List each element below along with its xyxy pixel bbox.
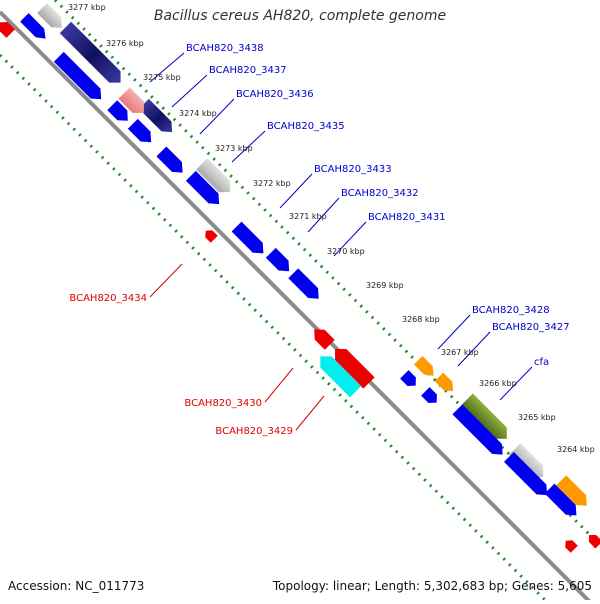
orange-feature	[413, 355, 434, 376]
gene-label[interactable]: BCAH820_3435	[267, 121, 345, 132]
blue-cds	[288, 268, 319, 299]
blue-cds	[452, 404, 503, 455]
gene-label[interactable]: BCAH820_3429	[215, 426, 293, 437]
gene-label[interactable]: BCAH820_3436	[236, 89, 314, 100]
gene-leader-line	[333, 221, 367, 257]
gene-leader-line	[279, 173, 313, 209]
gene-label[interactable]: BCAH820_3430	[184, 398, 262, 409]
kbp-tick-label: 3272 kbp	[253, 179, 291, 188]
kbp-tick-label: 3268 kbp	[402, 315, 440, 324]
gene-leader-line	[199, 98, 235, 135]
gene-label[interactable]: BCAH820_3428	[472, 305, 550, 316]
kbp-tick-label: 3273 kbp	[215, 144, 253, 153]
orange-feature	[556, 475, 587, 506]
gene-leader-line	[499, 366, 533, 401]
gene-leader-line	[457, 331, 491, 367]
gene-label[interactable]: BCAH820_3438	[186, 43, 264, 54]
lower-tick-dots	[0, 53, 552, 604]
kbp-tick-label: 3274 kbp	[179, 109, 217, 118]
blue-cds	[400, 370, 416, 386]
red-feature	[205, 230, 218, 243]
blue-cds	[265, 247, 290, 272]
pink-feature	[118, 87, 144, 113]
gene-leader-line	[231, 130, 266, 163]
gray-feature	[37, 3, 62, 28]
kbp-tick-label: 3270 kbp	[327, 247, 365, 256]
backbone-line	[0, 10, 595, 604]
olive-feature-cfa	[461, 393, 507, 439]
blue-cds	[544, 483, 577, 516]
genome-title: Bacillus cereus AH820, complete genome	[153, 8, 447, 24]
red-feature	[588, 534, 600, 549]
gene-leader-line	[149, 52, 185, 83]
blue-cds	[53, 51, 102, 100]
gene-leader-line	[149, 263, 183, 298]
blue-cds	[107, 100, 128, 121]
gene-labels: BCAH820_3438BCAH820_3437BCAH820_3436BCAH…	[69, 43, 569, 437]
red-feature	[565, 540, 578, 553]
kbp-tick-label: 3267 kbp	[441, 348, 479, 357]
gene-label[interactable]: BCAH820_3431	[368, 212, 446, 223]
gene-label[interactable]: BCAH820_3432	[341, 188, 419, 199]
gene-label[interactable]: BCAH820_3434	[69, 293, 147, 304]
navy-cds-3437	[138, 98, 173, 133]
gene-leader-line	[295, 395, 325, 431]
kbp-tick-label: 3276 kbp	[106, 39, 144, 48]
gene-label[interactable]: BCAH820_3427	[492, 322, 570, 333]
blue-cds	[20, 13, 46, 39]
blue-cds	[156, 146, 183, 173]
kbp-tick-label: 3275 kbp	[143, 73, 181, 82]
red-feature	[314, 329, 335, 350]
gene-label[interactable]: BCAH820_3437	[209, 65, 287, 76]
topology-summary: Topology: linear; Length: 5,302,683 bp; …	[272, 579, 592, 593]
gray-feature	[196, 158, 231, 193]
gray-feature	[509, 443, 544, 478]
gene-leader-line	[307, 197, 340, 233]
cyan-cds-3429	[320, 356, 362, 398]
orange-feature	[434, 372, 454, 392]
kbp-tick-label: 3266 kbp	[479, 379, 517, 388]
blue-cds	[185, 170, 220, 205]
kbp-tick-label: 3265 kbp	[518, 413, 556, 422]
gene-leader-line	[437, 314, 471, 350]
blue-cds	[503, 451, 548, 496]
genome-backbone	[0, 10, 595, 604]
blue-cds	[231, 221, 264, 254]
kbp-tick-label: 3269 kbp	[366, 281, 404, 290]
kbp-tick-label: 3264 kbp	[557, 445, 595, 454]
gene-label[interactable]: cfa	[534, 357, 549, 368]
kbp-tick-label: 3271 kbp	[289, 212, 327, 221]
gene-leader-line	[264, 367, 294, 403]
blue-cds	[421, 387, 437, 403]
red-cds-3430	[335, 349, 375, 389]
kbp-tick-labels: 3277 kbp 3276 kbp 3275 kbp 3274 kbp 3273 kbp…	[68, 3, 595, 454]
gene-features	[0, 3, 600, 553]
blue-cds	[127, 118, 152, 143]
red-feature	[0, 22, 15, 38]
gene-leader-line	[171, 74, 208, 108]
navy-cds-3438	[59, 21, 121, 83]
kbp-tick-label: 3277 kbp	[68, 3, 106, 12]
gene-label[interactable]: BCAH820_3433	[314, 164, 392, 175]
upper-tick-dots	[53, 0, 600, 548]
accession-text: Accession: NC_011773	[8, 579, 145, 593]
label-leader-lines	[149, 52, 533, 431]
